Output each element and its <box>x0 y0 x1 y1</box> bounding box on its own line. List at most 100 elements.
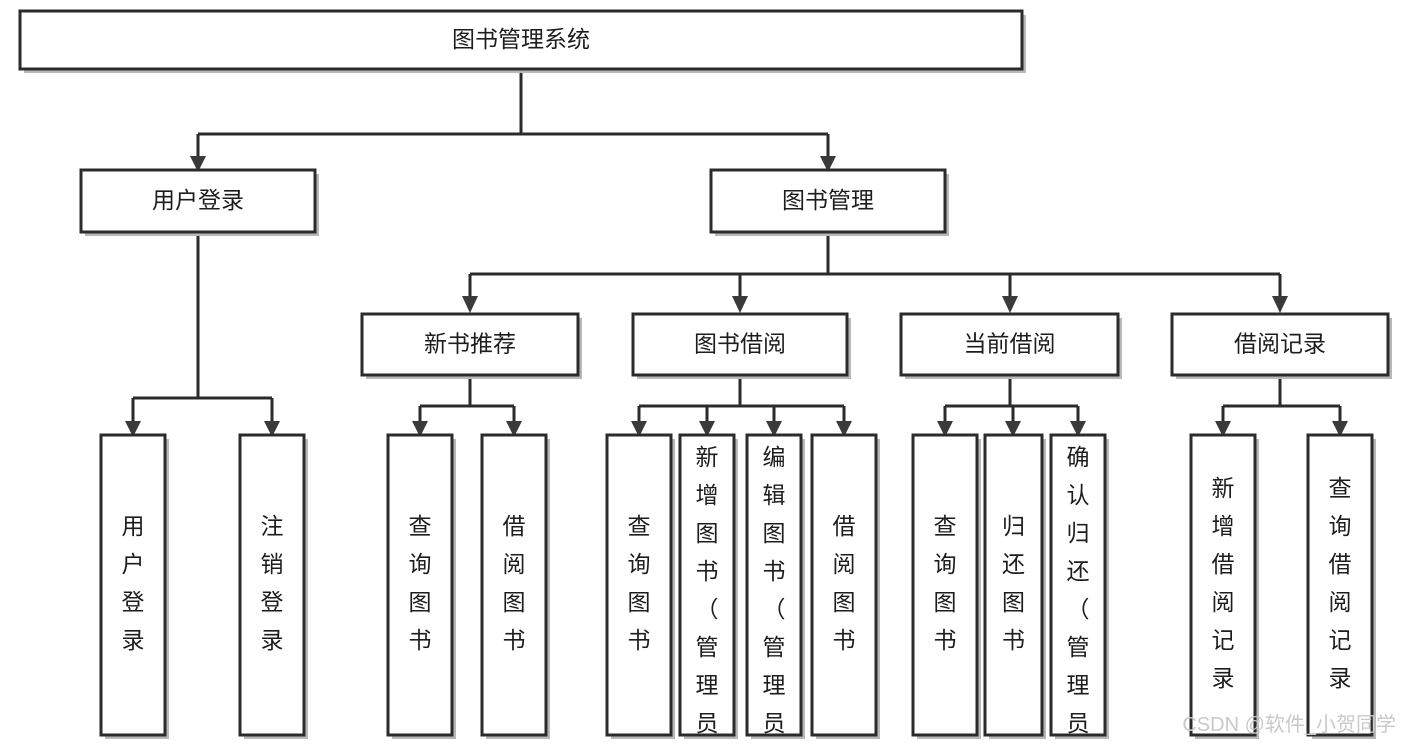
node-label: 借阅记录 <box>1234 331 1326 357</box>
connector-book-management-bus <box>468 232 1282 298</box>
connector-borrow-records-bus <box>1221 375 1342 423</box>
node-box[interactable] <box>1306 433 1374 737</box>
node-box[interactable] <box>360 312 580 377</box>
arrow-head-leaf-return-book <box>1005 421 1021 437</box>
arrow-head-current-borrow <box>1002 296 1018 313</box>
node-label-char: 员 <box>696 710 719 736</box>
node-label-char: 书 <box>934 627 957 653</box>
node-label-char: 管 <box>1067 634 1090 660</box>
node-label-char: 书 <box>1002 627 1025 653</box>
node-label: 用户登录 <box>152 187 244 213</box>
node-label-char: 查 <box>934 513 957 539</box>
arrow-head-new-book-recommend <box>462 296 478 313</box>
node-label-char: 管 <box>763 634 786 660</box>
node-label-char: 书 <box>503 627 526 653</box>
node-label-char: 归 <box>1002 513 1025 539</box>
node-label-char: 还 <box>1067 558 1090 584</box>
node-box[interactable] <box>678 433 736 737</box>
arrow-head-leaf-query-book-cur <box>937 421 953 437</box>
arrow-head-leaf-query-borrow-record <box>1332 421 1348 437</box>
node-box[interactable] <box>899 312 1120 377</box>
node-label-char: 编 <box>763 444 786 470</box>
node-box[interactable] <box>99 433 167 737</box>
node-label-char: 查 <box>628 513 651 539</box>
arrow-head-leaf-add-book <box>699 421 715 437</box>
node-label-char: 图 <box>409 589 432 615</box>
node-label-char: 图 <box>934 589 957 615</box>
node-box[interactable] <box>745 433 803 737</box>
node-box[interactable] <box>810 433 878 737</box>
node-box[interactable] <box>911 433 979 737</box>
node-label-char: 增 <box>696 482 719 508</box>
node-label-char: 图 <box>503 589 526 615</box>
node-label: 图书管理 <box>782 187 874 213</box>
connector-book-borrow-bus <box>637 375 846 423</box>
node-user-login[interactable]: 用户登录 <box>79 168 319 236</box>
node-label-char: 用 <box>122 513 145 539</box>
node-label-char: 查 <box>1329 475 1352 501</box>
node-label-char: 录 <box>122 627 145 653</box>
watermark-label: CSDN @软件_小贺同学 <box>1182 713 1396 736</box>
node-box[interactable] <box>18 9 1024 71</box>
node-label-char: 归 <box>1067 520 1090 546</box>
arrow-head-leaf-add-borrow-record <box>1215 421 1231 437</box>
connector-layer <box>125 69 1348 437</box>
node-label-char: 员 <box>763 710 786 736</box>
node-label-char: 认 <box>1067 482 1090 508</box>
node-label-char: 询 <box>1329 513 1352 539</box>
arrow-head-leaf-borrow-book-rec <box>506 421 522 437</box>
arrow-head-user-login <box>190 156 206 172</box>
node-label-char: 理 <box>696 672 719 698</box>
node-box[interactable] <box>1170 312 1390 377</box>
node-label: 图书借阅 <box>694 331 786 357</box>
arrow-head-leaf-user-login <box>125 421 141 437</box>
node-label-char: 确 <box>1067 444 1090 470</box>
node-box[interactable] <box>386 433 454 737</box>
node-box[interactable] <box>605 433 673 737</box>
arrow-head-leaf-logout <box>264 421 280 437</box>
node-label-char: 增 <box>1212 513 1235 539</box>
node-box[interactable] <box>709 168 947 234</box>
node-borrow-records[interactable]: 借阅记录 <box>1170 312 1392 379</box>
node-box[interactable] <box>631 312 849 377</box>
arrow-head-book-borrow <box>732 296 748 313</box>
node-leaf-user-login[interactable]: 用户登录 <box>99 433 169 739</box>
node-label-char: 图 <box>628 589 651 615</box>
node-box[interactable] <box>1189 433 1257 737</box>
node-box[interactable] <box>480 433 548 737</box>
node-label-char: 登 <box>122 589 145 615</box>
node-current-borrow[interactable]: 当前借阅 <box>899 312 1122 379</box>
node-box[interactable] <box>79 168 317 234</box>
node-label-char: 理 <box>763 672 786 698</box>
node-label-char: 阅 <box>1212 589 1235 615</box>
arrow-head-book-management <box>820 156 836 172</box>
node-label-char: 销 <box>261 551 284 577</box>
node-label-char: 书 <box>409 627 432 653</box>
node-label-char: （ <box>1067 596 1090 622</box>
node-root[interactable]: 图书管理系统 <box>18 9 1026 73</box>
arrow-head-borrow-records <box>1272 296 1288 313</box>
node-book-borrow[interactable]: 图书借阅 <box>631 312 851 379</box>
node-label-char: 借 <box>833 513 856 539</box>
node-label-char: 员 <box>1067 710 1090 736</box>
node-label-char: 图 <box>696 520 719 546</box>
connector-root-bus <box>196 69 830 158</box>
node-label: 图书管理系统 <box>452 26 590 52</box>
node-book-management[interactable]: 图书管理 <box>709 168 949 236</box>
node-box[interactable] <box>1049 433 1107 737</box>
node-box[interactable] <box>983 433 1044 737</box>
node-box[interactable] <box>238 433 306 737</box>
node-new-book-recommend[interactable]: 新书推荐 <box>360 312 582 379</box>
